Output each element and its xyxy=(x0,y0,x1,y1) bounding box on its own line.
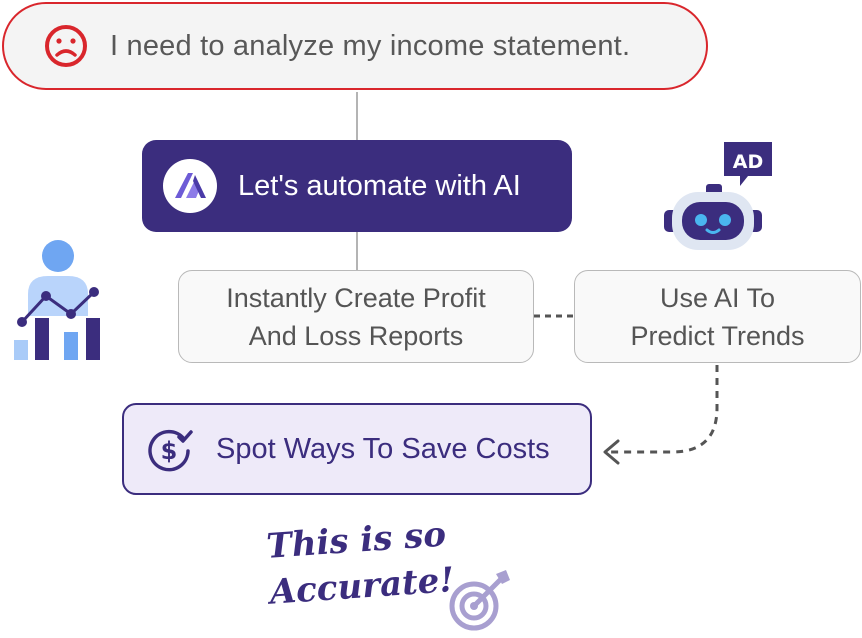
robot-badge-text: AD xyxy=(733,151,763,173)
arrowhead xyxy=(603,439,620,465)
feature-trends-line1: Use AI To xyxy=(659,282,776,313)
sad-face-icon xyxy=(45,25,87,67)
connector-trends-save xyxy=(608,365,719,454)
feature-reports-line1: Instantly Create Profit xyxy=(226,282,486,313)
save-text: Spot Ways To Save Costs xyxy=(216,432,550,465)
feature-reports-line2: And Loss Reports xyxy=(248,320,464,351)
feature-trends-line2: Predict Trends xyxy=(630,320,805,351)
handwritten-note: This is so Accurate! xyxy=(265,511,456,616)
dollar-check-icon: $ xyxy=(148,429,193,472)
problem-statement: I need to analyze my income statement. xyxy=(2,2,708,90)
svg-text:$: $ xyxy=(161,437,178,465)
person-chart-icon xyxy=(14,240,100,360)
problem-text: I need to analyze my income statement. xyxy=(110,29,631,62)
ai-logo-icon xyxy=(163,159,217,213)
feature-trends: Use AI To Predict Trends xyxy=(574,270,861,363)
robot-icon: AD xyxy=(664,142,772,250)
feature-reports: Instantly Create Profit And Loss Reports xyxy=(178,270,534,363)
save-costs-box: $ Spot Ways To Save Costs xyxy=(122,403,592,495)
target-icon xyxy=(449,570,510,631)
automate-text: Let's automate with AI xyxy=(238,169,521,202)
automate-box: Let's automate with AI xyxy=(142,140,572,232)
